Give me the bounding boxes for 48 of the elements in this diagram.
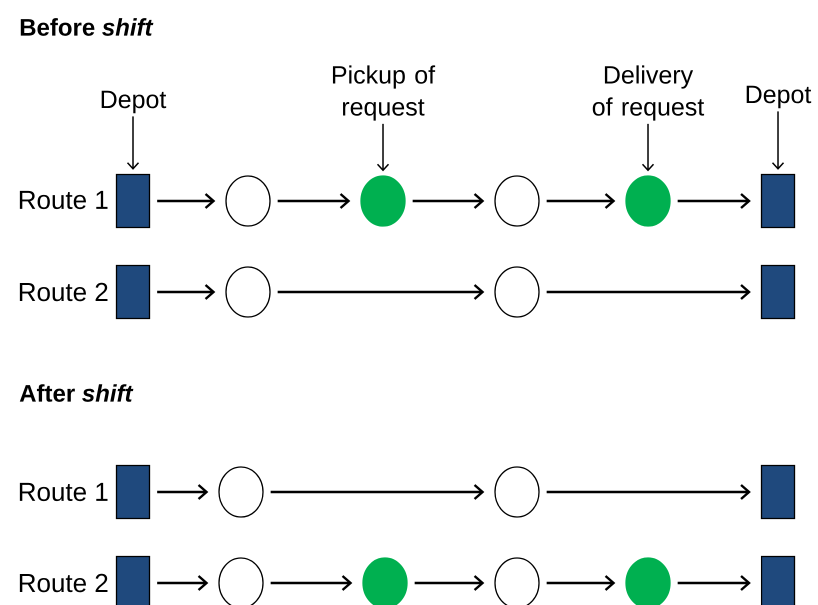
arrow	[270, 484, 484, 500]
arrow	[414, 575, 484, 591]
depot-box	[116, 264, 150, 320]
node-label: Depot	[102, 90, 166, 114]
arrow	[546, 284, 751, 300]
stop-circle	[494, 266, 540, 318]
node-label: Depot	[746, 86, 812, 108]
arrow	[278, 193, 350, 209]
route-label: Route 1	[20, 482, 108, 502]
request-circle	[360, 175, 406, 227]
arrow	[546, 193, 616, 209]
depot-box	[760, 556, 796, 605]
stop-circle	[494, 466, 540, 518]
stop-circle	[218, 466, 264, 518]
depot-box	[116, 464, 150, 520]
request-circle	[625, 557, 671, 605]
arrow	[412, 193, 484, 209]
arrow	[376, 124, 390, 172]
node-label: Delivery of request	[592, 65, 704, 121]
depot-box	[760, 464, 796, 520]
depot-box	[760, 264, 796, 320]
depot-box	[760, 174, 796, 228]
stop-circle	[225, 266, 271, 318]
depot-box	[116, 556, 150, 605]
arrow	[546, 484, 751, 500]
arrow	[772, 111, 784, 170]
arrow	[546, 575, 616, 591]
route-label: Route 1	[20, 190, 108, 210]
arrow	[157, 575, 208, 591]
route-label: Route 2	[20, 282, 108, 302]
stop-circle	[494, 175, 540, 227]
request-circle	[625, 175, 671, 227]
section-heading: Before shift	[20, 18, 154, 36]
node-label: Pickup of request	[332, 65, 436, 121]
section-heading: After shift	[20, 384, 134, 402]
arrow	[157, 484, 208, 500]
arrow	[678, 575, 751, 591]
request-circle	[362, 557, 408, 605]
arrow	[270, 575, 352, 591]
stop-circle	[225, 175, 271, 227]
arrow	[642, 124, 654, 172]
route-label: Route 2	[20, 574, 108, 592]
arrow	[278, 284, 484, 300]
arrow	[126, 116, 140, 170]
arrow	[157, 193, 216, 209]
arrow	[157, 284, 216, 300]
arrow	[678, 193, 751, 209]
depot-box	[116, 174, 150, 228]
